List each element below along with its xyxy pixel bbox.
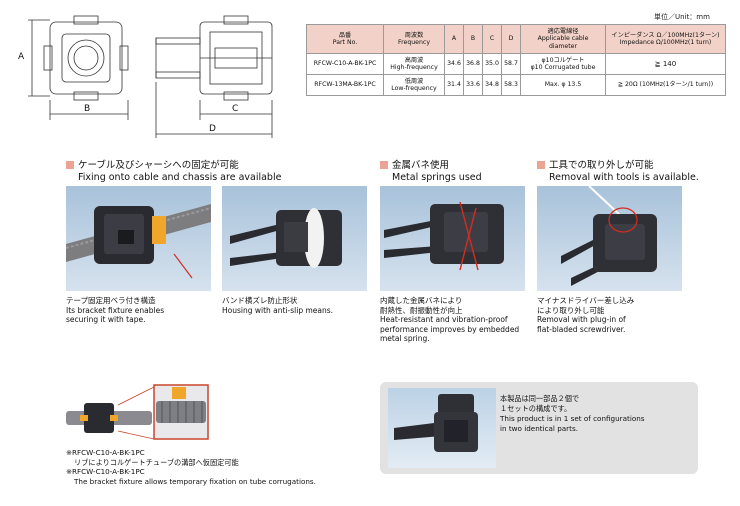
dim-c-label: C bbox=[232, 104, 239, 114]
caption-metal-spring: 内蔵した金属バネにより 耐熱性、耐振動性が向上 Heat-resistant a… bbox=[380, 296, 520, 343]
caption-anti-slip: バンド横ズレ防止形状 Housing with anti-slip means. bbox=[222, 296, 334, 315]
cell-impedance: ≧ 140 bbox=[605, 53, 726, 75]
photo-anti-slip-art bbox=[230, 208, 342, 268]
section-metal-heading: 金属バネ使用 Metal springs used bbox=[380, 160, 482, 184]
configuration-box: 本製品は同一部品２個で １セットの構成です。 This product is i… bbox=[380, 382, 698, 474]
photo-tape-fixing-art bbox=[66, 204, 211, 279]
cell-cable: Max. φ 13.5 bbox=[520, 74, 606, 96]
unit-label: 単位／Unit：mm bbox=[654, 13, 710, 21]
header-c: C bbox=[482, 24, 502, 54]
cell-a: 31.4 bbox=[444, 74, 464, 96]
caption-tool-removal: マイナスドライバー差し込み により取り外し可能 Removal with plu… bbox=[537, 296, 635, 334]
cell-impedance: ≧ 20Ω (10MHz(1ターン/1 turn)) bbox=[605, 74, 726, 96]
dimension-drawing: A B C D bbox=[10, 8, 295, 143]
cell-c: 34.8 bbox=[482, 74, 502, 96]
caption-tape-fixing: テープ固定用ベラ付き構造 Its bracket fixture enables… bbox=[66, 296, 165, 324]
photo-tool-removal bbox=[537, 186, 682, 291]
corrugated-tube-art bbox=[66, 384, 209, 440]
header-impedance: インピーダンス Ω／100MHz(1ターン)Impedance Ω/100MHz… bbox=[605, 24, 726, 54]
dim-a-label: A bbox=[18, 52, 25, 62]
configuration-text: 本製品は同一部品２個で １セットの構成です。 This product is i… bbox=[500, 394, 645, 433]
cell-b: 33.6 bbox=[463, 74, 483, 96]
corrugated-tube-illustration bbox=[66, 383, 216, 443]
header-d: D bbox=[501, 24, 521, 54]
cell-b: 36.8 bbox=[463, 53, 483, 75]
bullet-square-icon bbox=[537, 161, 545, 169]
dim-d-label: D bbox=[209, 124, 216, 134]
photo-anti-slip bbox=[222, 186, 367, 291]
photo-metal-spring bbox=[380, 186, 525, 291]
cell-d: 58.7 bbox=[501, 53, 521, 75]
cell-part: RFCW-C10-A-BK-1PC bbox=[306, 53, 384, 75]
drawing-lines bbox=[28, 15, 273, 138]
cell-a: 34.6 bbox=[444, 53, 464, 75]
bottom-note: ※RFCW-C10-A-BK-1PC リブによりコルゲートチューブの溝部へ仮固定… bbox=[66, 448, 316, 486]
section-fixing-heading: ケーブル及びシャーシへの固定が可能 Fixing onto cable and … bbox=[66, 160, 281, 184]
bullet-square-icon bbox=[380, 161, 388, 169]
photo-two-parts-art bbox=[394, 394, 478, 452]
photo-metal-spring-art bbox=[384, 201, 504, 271]
photo-tape-fixing bbox=[66, 186, 211, 291]
header-b: B bbox=[463, 24, 483, 54]
section-removal-heading: 工具での取り外しが可能 Removal with tools is availa… bbox=[537, 160, 699, 184]
cell-part: RFCW-13MA-BK-1PC bbox=[306, 74, 384, 96]
cell-c: 35.0 bbox=[482, 53, 502, 75]
header-a: A bbox=[444, 24, 464, 54]
dim-b-label: B bbox=[84, 104, 91, 114]
photo-two-parts bbox=[388, 388, 496, 468]
bullet-square-icon bbox=[66, 161, 74, 169]
cell-d: 58.3 bbox=[501, 74, 521, 96]
photo-tool-removal-art bbox=[561, 186, 657, 286]
